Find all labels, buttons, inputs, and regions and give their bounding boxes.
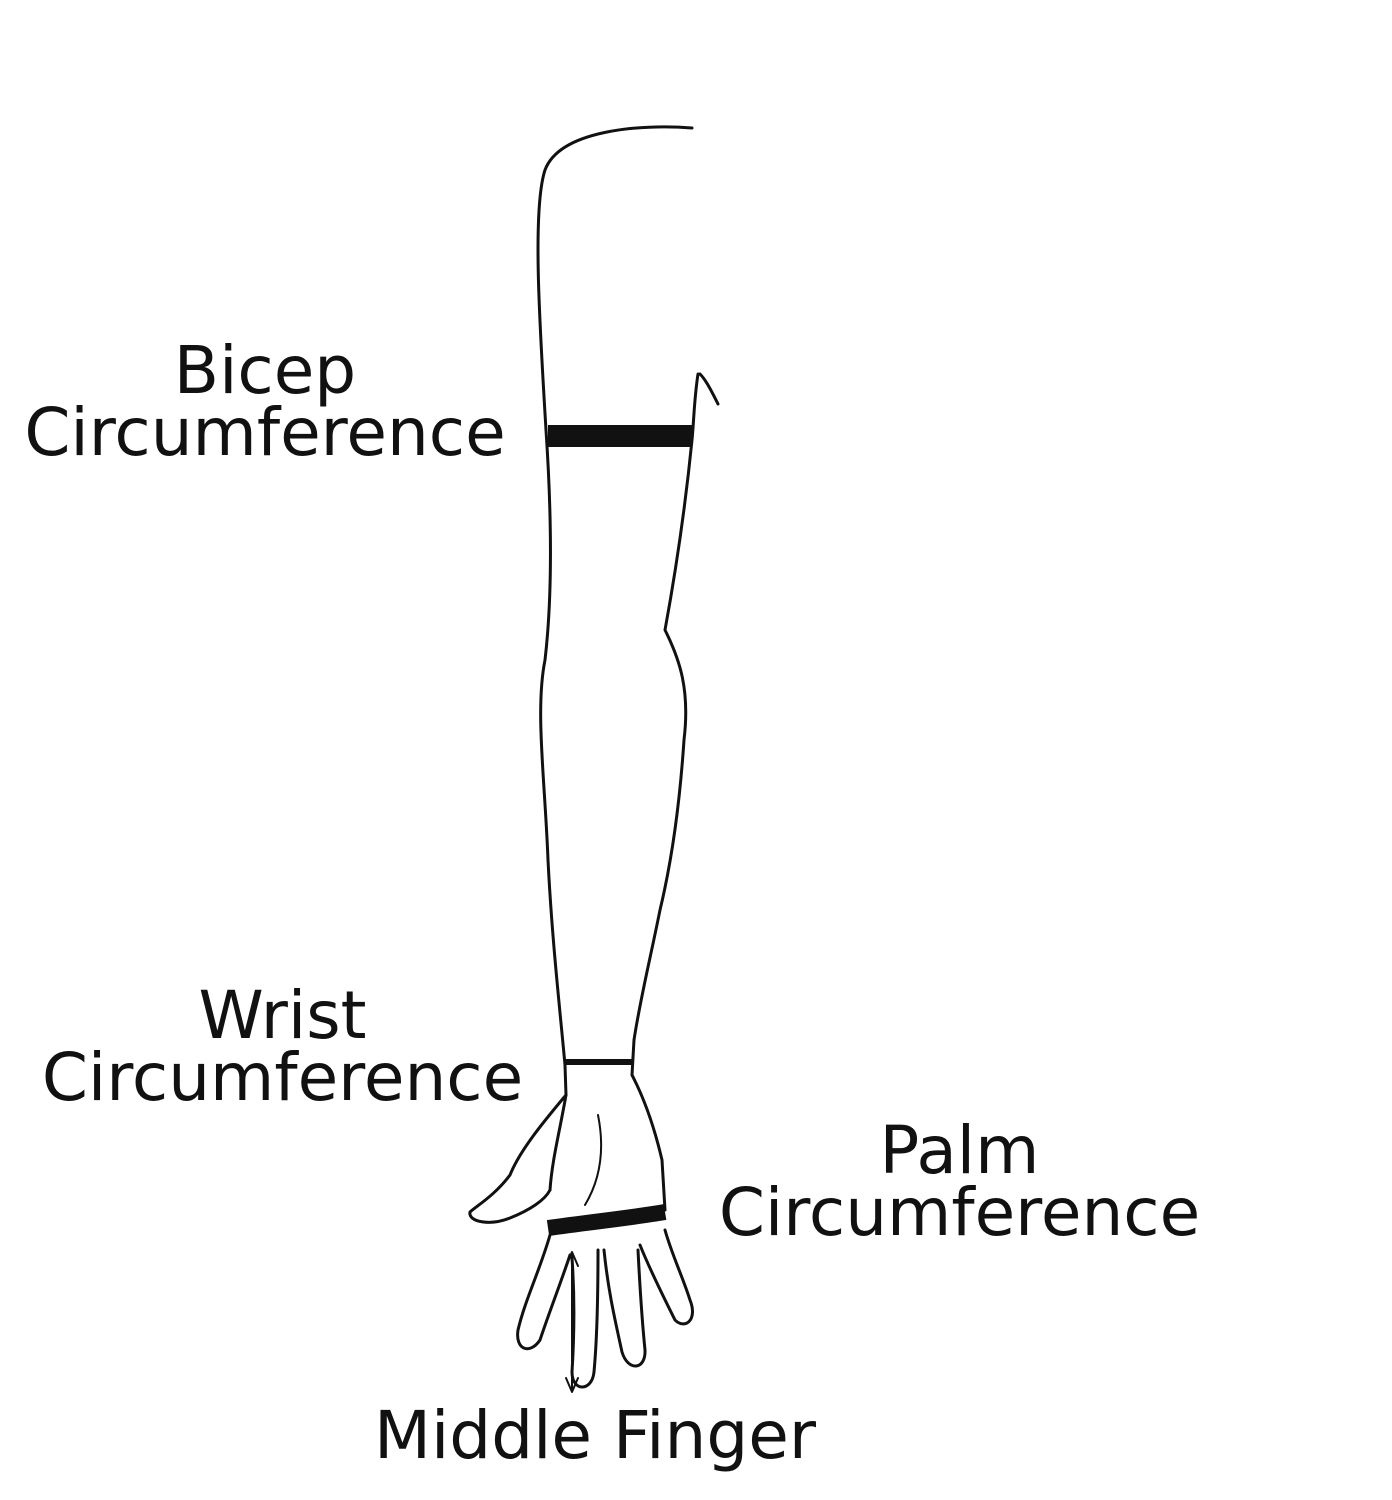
bicep-label-line1: Bicep (173, 332, 357, 409)
wrist-label: Wrist Circumference (15, 977, 550, 1116)
wrist-label-line1: Wrist (198, 977, 367, 1054)
wrist-label-line2: Circumference (41, 1039, 524, 1116)
palm-crease (584, 1114, 603, 1206)
bicep-label-line2: Circumference (24, 394, 506, 471)
middle-finger-arrow (565, 1251, 579, 1393)
middle-finger-label: Middle Finger (374, 1397, 816, 1474)
palm-label: Palm Circumference (692, 1112, 1227, 1251)
palm-label-line2: Circumference (718, 1174, 1201, 1251)
arm-right-outline (630, 372, 720, 1212)
palm-band (546, 1204, 667, 1236)
arm-left-outline (536, 125, 694, 1192)
palm-label-line1: Palm (879, 1112, 1040, 1189)
thumb-outline (468, 1093, 568, 1224)
fingers-outline (516, 1228, 694, 1389)
bicep-label: Bicep Circumference (0, 332, 530, 471)
